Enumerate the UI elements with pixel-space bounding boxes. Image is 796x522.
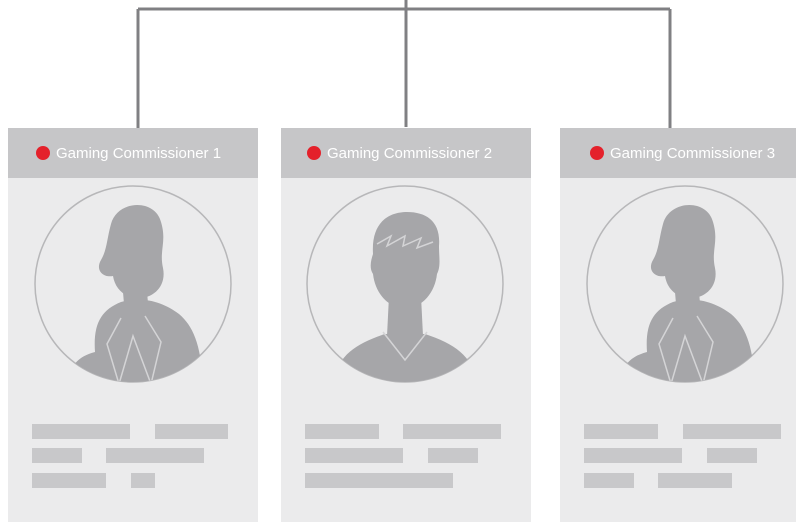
male-silhouette-icon [306,185,504,383]
card-header: Gaming Commissioner 1 [8,128,258,178]
profile-card-1[interactable]: Gaming Commissioner 1 [8,128,258,522]
placeholder-line [32,424,130,439]
placeholder-line [707,448,757,463]
placeholder-line [155,424,228,439]
placeholder-line [305,448,403,463]
placeholder-line [32,473,106,488]
red-dot-icon [36,146,50,160]
placeholder-line [428,448,478,463]
placeholder-line [32,448,82,463]
profile-card-2[interactable]: Gaming Commissioner 2 [281,128,531,522]
placeholder-line [131,473,155,488]
placeholder-line [584,448,682,463]
card-header: Gaming Commissioner 3 [560,128,796,178]
placeholder-line [305,473,453,488]
placeholder-line [305,424,379,439]
card-title: Gaming Commissioner 1 [56,144,222,162]
profile-card-3[interactable]: Gaming Commissioner 3 [560,128,796,522]
red-dot-icon [590,146,604,160]
placeholder-line [584,473,634,488]
female-silhouette-icon [586,185,784,383]
female-silhouette-icon [34,185,232,383]
placeholder-line [683,424,781,439]
card-header: Gaming Commissioner 2 [281,128,531,178]
card-title: Gaming Commissioner 3 [610,144,776,162]
placeholder-line [584,424,658,439]
placeholder-line [658,473,732,488]
placeholder-line [403,424,501,439]
red-dot-icon [307,146,321,160]
placeholder-line [106,448,204,463]
card-title: Gaming Commissioner 2 [327,144,493,162]
